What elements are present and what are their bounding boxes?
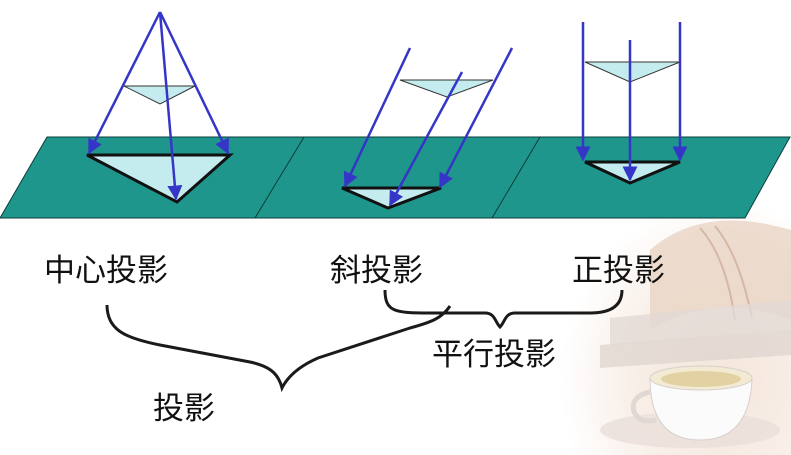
- ray: [89, 12, 160, 153]
- decor-background: [560, 200, 791, 455]
- object-triangle: [400, 80, 493, 97]
- object-triangle: [124, 86, 195, 104]
- label-oblique-projection: 斜投影: [330, 256, 423, 287]
- label-central-projection: 中心投影: [44, 256, 168, 287]
- label-projection: 投影: [153, 394, 215, 425]
- projection-bracket: [107, 305, 450, 388]
- label-parallel-projection: 平行投影: [432, 340, 556, 371]
- central-projection-figure: [0, 12, 308, 218]
- oblique-projection-figure: [255, 48, 550, 218]
- orthographic-projection-figure: [492, 22, 790, 218]
- object-triangle: [585, 62, 680, 82]
- label-orthographic-projection: 正投影: [572, 256, 665, 287]
